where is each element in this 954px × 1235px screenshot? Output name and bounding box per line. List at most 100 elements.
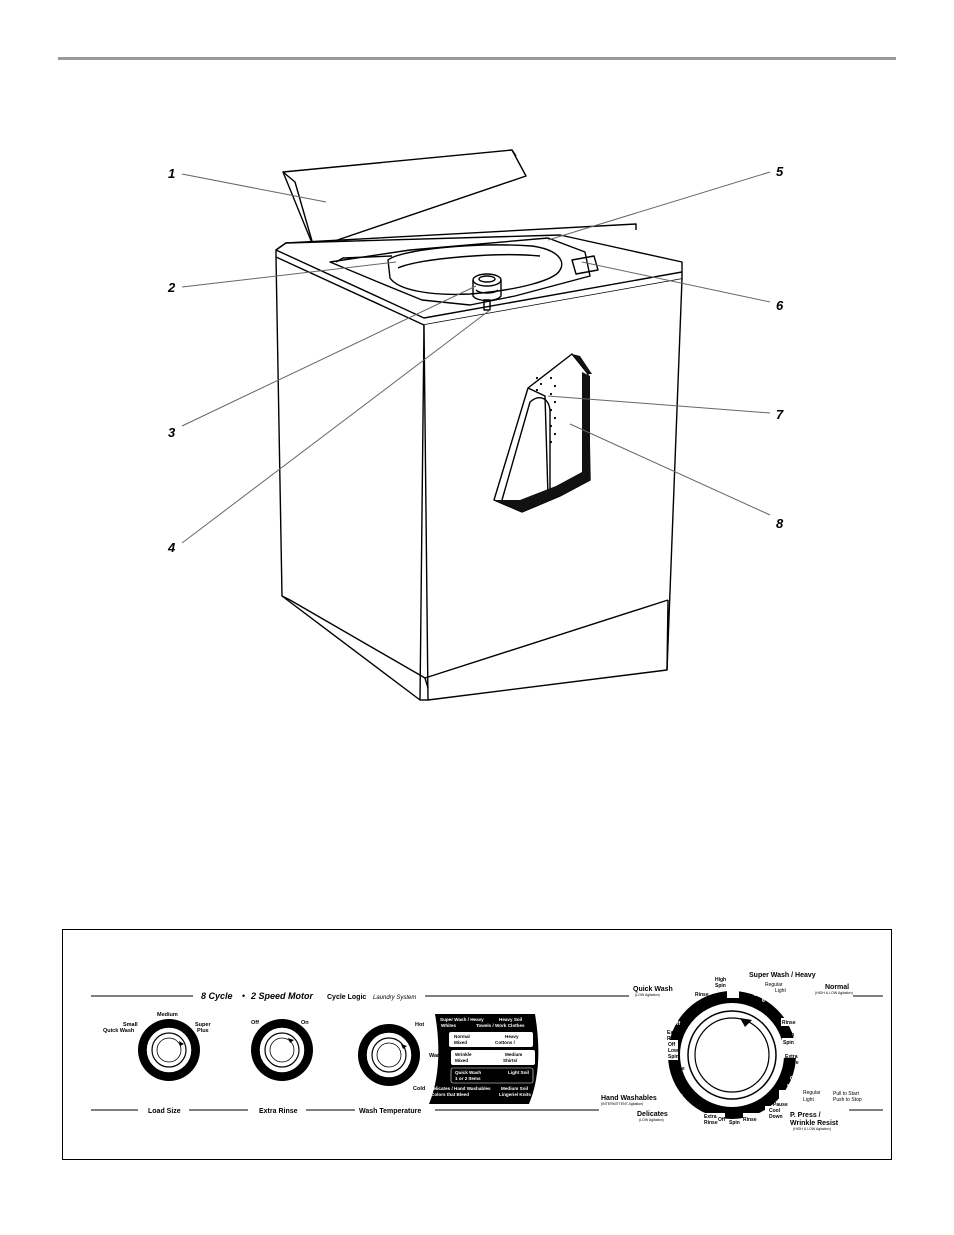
cycle-selector-dial[interactable]: Off 15 9 6 Rinse High Spin Off Extra Rin… xyxy=(667,977,799,1126)
push-to-stop: Push to Stop xyxy=(833,1097,862,1103)
load-size-label: Load Size xyxy=(148,1108,181,1115)
svg-text:Rinse: Rinse xyxy=(704,1120,718,1126)
svg-text:Off: Off xyxy=(790,1076,798,1082)
load-size-knob[interactable] xyxy=(138,1019,200,1081)
svg-text:Off: Off xyxy=(688,1114,696,1120)
svg-text:9: 9 xyxy=(754,992,757,998)
guide-row3-b: Medium xyxy=(505,1052,522,1057)
svg-text:15: 15 xyxy=(742,986,748,992)
callout-8: 8 xyxy=(776,516,784,531)
svg-text:Pause: Pause xyxy=(773,1102,788,1108)
washer-illustration xyxy=(181,149,771,701)
header-2-speed-motor: 2 Speed Motor xyxy=(250,991,314,1001)
temp-cold: Cold xyxy=(413,1086,425,1092)
svg-text:Off: Off xyxy=(668,1042,676,1048)
guide-row1-d: Towels / Work Clothes xyxy=(476,1023,525,1028)
svg-text:Off: Off xyxy=(673,1021,681,1027)
svg-text:Low: Low xyxy=(729,1114,739,1120)
svg-text:Rinse: Rinse xyxy=(695,992,709,998)
guide-row4-b: Light Soil xyxy=(508,1070,529,1075)
header-8-cycle: 8 Cycle xyxy=(201,991,233,1001)
svg-text:High: High xyxy=(783,1032,794,1038)
cycle-delicates: Delicates xyxy=(637,1111,668,1118)
load-size-medium: Medium xyxy=(157,1012,178,1018)
guide-row1-b: Heavy Soil xyxy=(499,1017,522,1022)
svg-text:Rinse: Rinse xyxy=(667,1036,681,1042)
svg-text:Off: Off xyxy=(785,1048,793,1054)
load-size-small: Small xyxy=(123,1022,138,1028)
guide-row5-c: Colors that Bleed xyxy=(431,1092,469,1097)
cycle-delicates-sub: (LOW Agitation) xyxy=(639,1118,664,1122)
svg-text:Rinse: Rinse xyxy=(743,1117,757,1123)
svg-text:Down: Down xyxy=(769,1114,783,1120)
svg-text:Rinse: Rinse xyxy=(671,1066,685,1072)
guide-row2-a: Normal xyxy=(454,1034,470,1039)
guide-row4-a: Quick Wash xyxy=(455,1070,481,1075)
load-size-super: Super xyxy=(195,1022,211,1028)
guide-row2-c: Mixed xyxy=(454,1040,467,1045)
cycle-hand-washables-sub: (INTERMITTENT Agitation) xyxy=(601,1102,643,1106)
extra-rinse-label: Extra Rinse xyxy=(259,1108,298,1115)
pull-to-start: Pull to Start xyxy=(833,1091,859,1097)
cycle-normal-sub: (HIGH & LOW Agitation) xyxy=(815,991,853,995)
extra-rinse-off: Off xyxy=(251,1020,259,1026)
guide-row5-a: Delicates / Hand Washables xyxy=(430,1086,491,1091)
svg-text:Off: Off xyxy=(712,986,720,992)
cycle-hand-washables: Hand Washables xyxy=(601,1095,657,1102)
cycle-light-top: Light xyxy=(775,988,786,994)
cycle-quick-wash-sub: (LOW Agitation) xyxy=(635,993,660,997)
guide-row1-a: Super Wash / Heavy xyxy=(440,1017,484,1022)
svg-text:Spin: Spin xyxy=(729,1120,740,1126)
guide-row4-c: 1 or 2 Items xyxy=(455,1076,481,1081)
extra-rinse-on: On xyxy=(301,1020,309,1026)
svg-text:Spin: Spin xyxy=(668,1054,679,1060)
callout-7: 7 xyxy=(776,407,784,422)
guide-row5-d: Lingerie/ Knits xyxy=(499,1092,531,1097)
svg-text:Spin: Spin xyxy=(715,983,726,989)
wash-temperature-knob[interactable] xyxy=(358,1024,420,1086)
cycle-regular-bottom: Regular xyxy=(803,1090,821,1096)
callout-6: 6 xyxy=(776,298,784,313)
temp-warm: Warm xyxy=(429,1053,444,1059)
top-rule xyxy=(58,57,896,60)
guide-row3-d: Shirts/ xyxy=(503,1058,518,1063)
temp-hot: Hot xyxy=(415,1022,424,1028)
svg-text:Spin: Spin xyxy=(783,1040,794,1046)
svg-text:9: 9 xyxy=(787,1084,790,1090)
svg-text:6: 6 xyxy=(680,1102,683,1108)
load-size-plus: Plus xyxy=(197,1028,209,1034)
cycle-normal: Normal xyxy=(825,984,849,991)
header-bullet: • xyxy=(242,991,245,1001)
cycle-super-wash: Super Wash / Heavy xyxy=(749,972,816,979)
callout-4: 4 xyxy=(168,540,176,555)
cycle-wrinkle-resist: Wrinkle Resist xyxy=(790,1120,839,1127)
svg-text:6: 6 xyxy=(762,998,765,1004)
svg-text:Low: Low xyxy=(668,1048,678,1054)
cycle-ppress: P. Press / xyxy=(790,1112,821,1119)
svg-text:Extra: Extra xyxy=(704,1114,717,1120)
guide-row5-b: Medium Soil xyxy=(501,1086,528,1091)
svg-text:9: 9 xyxy=(680,1094,683,1100)
cycle-light-bottom: Light xyxy=(803,1097,814,1103)
load-size-quick-wash: Quick Wash xyxy=(103,1028,135,1034)
guide-row2-d: Cottons / xyxy=(495,1040,516,1045)
laundry-system-label: Laundry System xyxy=(373,995,416,1001)
svg-text:Cool: Cool xyxy=(769,1108,781,1114)
callout-5: 5 xyxy=(776,164,784,179)
svg-text:Off: Off xyxy=(718,1117,726,1123)
callout-1: 1 xyxy=(168,166,176,181)
callout-2: 2 xyxy=(168,280,176,295)
svg-text:6: 6 xyxy=(781,1092,784,1098)
svg-text:Rinse: Rinse xyxy=(782,1020,796,1026)
extra-rinse-knob[interactable] xyxy=(251,1019,313,1081)
guide-row1-c: Whites xyxy=(441,1023,457,1028)
guide-row2-b: Heavy xyxy=(505,1034,519,1039)
cycle-logic-label: Cycle Logic xyxy=(327,994,366,1001)
svg-text:Rinse: Rinse xyxy=(785,1060,799,1066)
control-panel: 8 Cycle • 2 Speed Motor Cycle Logic Laun… xyxy=(62,929,892,1160)
svg-text:Extra: Extra xyxy=(667,1030,680,1036)
guide-row3-a: Wrinkle xyxy=(455,1052,472,1057)
cycle-ppress-sub: (HIGH & LOW Agitation) xyxy=(793,1127,831,1131)
guide-row3-c: Mixed xyxy=(455,1058,468,1063)
cycle-regular-top: Regular xyxy=(765,982,783,988)
